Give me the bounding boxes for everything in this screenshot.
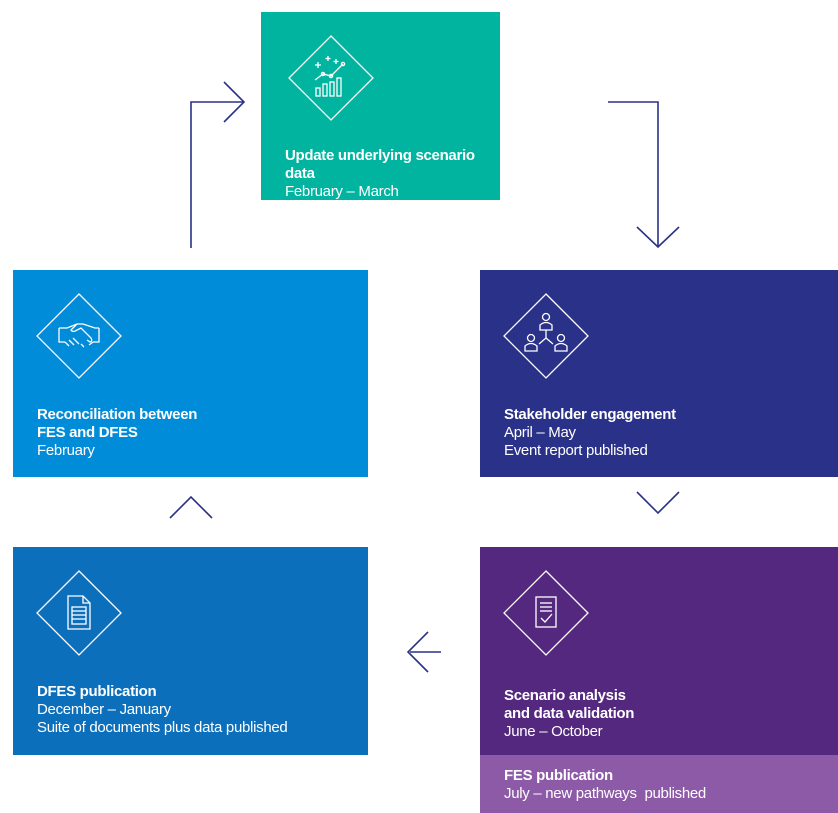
- arrowhead-up-icon: [169, 495, 213, 519]
- stage-update-text: Update underlying scenario data February…: [285, 147, 500, 201]
- stage-stakeholder-text: Stakeholder engagement April – May Event…: [504, 406, 676, 460]
- stage-dfes-box: DFES publication December – January Suit…: [13, 547, 368, 755]
- stage-title-line: Scenario analysis: [504, 687, 626, 704]
- arrowhead-down-icon: [636, 491, 680, 515]
- stage-scenario-text: Scenario analysis and data validation Ju…: [504, 687, 634, 741]
- stage-stakeholder-box: Stakeholder engagement April – May Event…: [480, 270, 838, 477]
- stage-line: July – new pathways published: [504, 785, 706, 802]
- stage-dfes-text: DFES publication December – January Suit…: [37, 683, 288, 737]
- people-network-icon: [502, 292, 590, 380]
- stage-fes-text: FES publication July – new pathways publ…: [504, 767, 706, 803]
- stage-line: June – October: [504, 723, 603, 740]
- stage-title: Stakeholder engagement: [504, 406, 676, 423]
- stage-line: Event report published: [504, 442, 648, 459]
- arrowhead-down-icon: [636, 226, 680, 249]
- stage-scenario-box: Scenario analysis and data validation Ju…: [480, 547, 838, 755]
- stage-title: Update underlying scenario data: [285, 147, 475, 182]
- stage-reconciliation-box: Reconciliation between FES and DFES Febr…: [13, 270, 368, 477]
- stage-title-line: and data validation: [504, 705, 635, 722]
- stage-update-box: Update underlying scenario data February…: [261, 12, 500, 200]
- stage-title-line: FES and DFES: [37, 424, 138, 441]
- arrowhead-right-icon: [223, 81, 246, 123]
- stage-line: February: [37, 442, 95, 459]
- stage-line: December – January: [37, 701, 171, 718]
- stage-title-line: Reconciliation between: [37, 406, 198, 423]
- chart-trend-icon: [287, 34, 375, 122]
- stage-title: DFES publication: [37, 683, 157, 700]
- stage-line: February – March: [285, 183, 399, 200]
- stage-line: April – May: [504, 424, 576, 441]
- document-icon: [35, 569, 123, 657]
- connector-update-to-stakeholder: [608, 101, 659, 246]
- arrowhead-left-icon: [406, 631, 429, 673]
- stage-line: Suite of documents plus data published: [37, 719, 288, 736]
- checklist-document-icon: [502, 569, 590, 657]
- connector-reconciliation-to-update: [190, 101, 243, 248]
- stage-reconciliation-text: Reconciliation between FES and DFES Febr…: [37, 406, 197, 460]
- handshake-icon: [35, 292, 123, 380]
- stage-title: FES publication: [504, 767, 613, 784]
- stage-fes-box: FES publication July – new pathways publ…: [480, 755, 838, 813]
